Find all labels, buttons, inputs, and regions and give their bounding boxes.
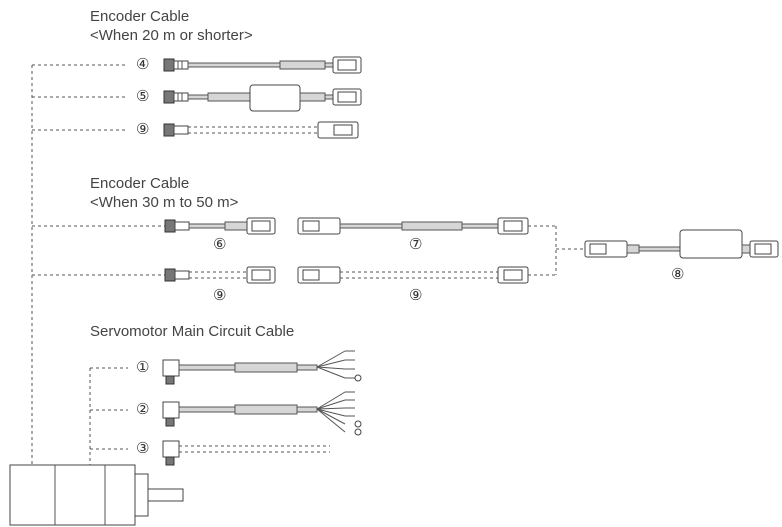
cable-3 — [162, 440, 330, 466]
cable-8 — [584, 229, 779, 259]
encoder-trunk-line — [31, 64, 165, 465]
cable-7 — [297, 217, 529, 235]
label-5: ⑤ — [136, 87, 150, 105]
label-2: ② — [136, 400, 150, 418]
label-9-long-left: ⑨ — [213, 286, 227, 304]
cable-5 — [163, 84, 362, 112]
cable-1 — [162, 350, 362, 385]
encoder-short-title: Encoder Cable — [90, 8, 190, 25]
label-9-short: ⑨ — [136, 120, 150, 138]
label-8: ⑧ — [671, 265, 685, 283]
main-circuit-trunk-line — [89, 367, 128, 465]
cable-2 — [162, 391, 362, 436]
servomotor — [9, 464, 184, 526]
label-7: ⑦ — [409, 235, 423, 253]
cable-6 — [164, 217, 276, 235]
cable-4 — [163, 56, 362, 74]
link-to-cable-8 — [528, 225, 585, 276]
label-1: ① — [136, 358, 150, 376]
encoder-short-condition: <When 20 m or shorter> — [90, 27, 253, 44]
encoder-long-title: Encoder Cable — [90, 175, 190, 192]
label-6: ⑥ — [213, 235, 227, 253]
cable-9-long-right — [297, 266, 529, 284]
label-4: ④ — [136, 55, 150, 73]
cable-9-long-left — [164, 266, 276, 284]
cable-9-short — [163, 121, 359, 139]
label-9-long-right: ⑨ — [409, 286, 423, 304]
encoder-long-condition: <When 30 m to 50 m> — [90, 194, 239, 211]
label-3: ③ — [136, 439, 150, 457]
main-circuit-title: Servomotor Main Circuit Cable — [90, 323, 295, 340]
